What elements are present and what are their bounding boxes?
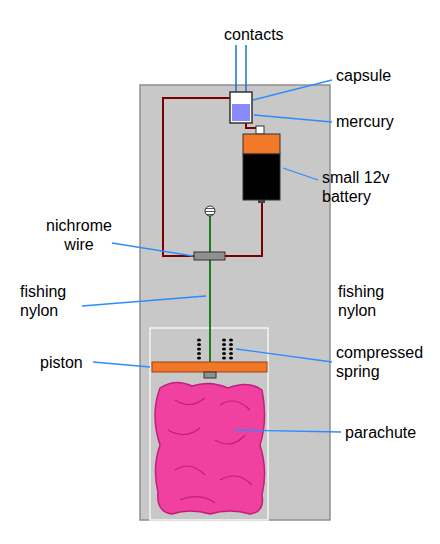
part-label: contacts	[224, 25, 284, 44]
housing	[140, 85, 330, 520]
part-label: compressed spring	[336, 343, 431, 381]
spring	[197, 338, 233, 359]
spring-coil	[197, 347, 201, 350]
spring-coil	[229, 338, 233, 341]
spring-coil	[229, 352, 233, 355]
spring-coil	[229, 347, 233, 350]
spring-coil	[222, 338, 226, 341]
battery-body	[243, 154, 280, 200]
capsule	[230, 92, 252, 123]
part-label: parachute	[345, 423, 416, 442]
part-label: fishing nylon	[20, 282, 82, 320]
spring-coil	[229, 356, 233, 359]
parachute-folds	[168, 398, 252, 503]
wire	[163, 98, 236, 256]
battery-terminal	[256, 126, 264, 134]
parachute	[155, 382, 265, 514]
spring-coil	[197, 356, 201, 359]
nichrome-wire	[194, 252, 225, 260]
part-label: nichrome wire	[40, 216, 118, 254]
part-label: capsule	[336, 66, 391, 85]
part-label: fishing nylon	[338, 282, 400, 320]
fishing-nylon	[209, 215, 211, 372]
spring-coil	[222, 347, 226, 350]
part-label: piston	[40, 353, 83, 372]
battery-terminal	[258, 200, 265, 203]
contact-lead	[235, 45, 237, 96]
knot	[205, 206, 215, 216]
piston-hook	[204, 372, 216, 378]
spring-coil	[222, 356, 226, 359]
spring-coil	[222, 343, 226, 346]
leader-lines	[82, 80, 341, 432]
part-label: mercury	[336, 112, 394, 131]
spring-coil	[197, 343, 201, 346]
wire	[225, 200, 262, 256]
spring-coil	[197, 338, 201, 341]
contact-lead	[245, 45, 247, 96]
spring-coil	[197, 352, 201, 355]
piston	[152, 362, 267, 372]
battery-top	[243, 134, 280, 154]
part-label: small 12v battery	[322, 168, 407, 206]
spring-coil	[229, 343, 233, 346]
spring-coil	[222, 352, 226, 355]
mercury	[232, 104, 250, 121]
